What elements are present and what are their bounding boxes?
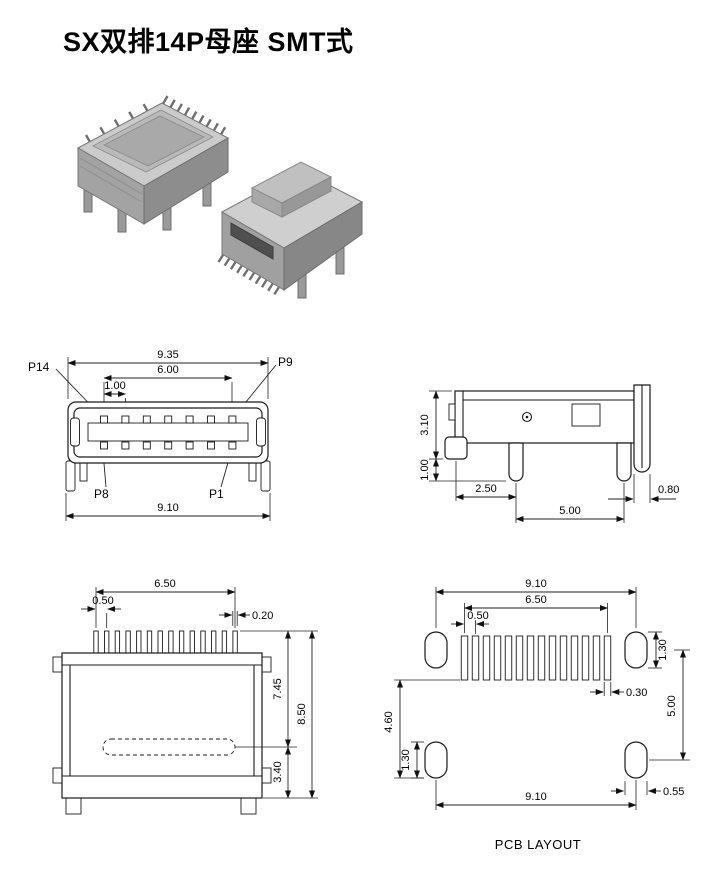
pcb-dim-hole-col-span: 5.00 bbox=[666, 695, 678, 716]
front-view-body bbox=[65, 401, 271, 492]
side-view-body bbox=[444, 384, 651, 482]
pcb-dimension-lines bbox=[394, 587, 690, 810]
side-dim-peg-span: 5.00 bbox=[559, 505, 580, 517]
pcb-dim-row-to-hole: 4.60 bbox=[383, 711, 395, 732]
top-dim-lower-depth: 3.40 bbox=[272, 761, 284, 782]
top-view-body bbox=[52, 630, 272, 815]
side-view-dimension-lines bbox=[429, 390, 676, 523]
side-dim-clip-width: 0.80 bbox=[658, 484, 679, 496]
front-dim-bottom-width: 9.10 bbox=[157, 502, 178, 514]
pcb-pads bbox=[424, 631, 648, 779]
front-dim-pin-span: 6.00 bbox=[157, 364, 178, 376]
top-dim-pin-span: 6.50 bbox=[154, 578, 175, 590]
pcb-dim-hole-height-bottom: 1.30 bbox=[400, 749, 412, 770]
pin-label-p8: P8 bbox=[94, 487, 109, 501]
page-title: SX双排14P母座 SMT式 bbox=[63, 27, 354, 57]
product-photo bbox=[76, 95, 364, 299]
pcb-dim-pad-pitch: 0.50 bbox=[467, 610, 488, 622]
top-dim-total-depth: 8.50 bbox=[296, 703, 308, 724]
pcb-dim-bottom-span: 9.10 bbox=[525, 791, 546, 803]
pcb-dim-hole-height-top: 1.30 bbox=[657, 639, 669, 660]
side-view: 3.10 1.00 2.50 5.00 0.80 bbox=[419, 384, 679, 523]
pcb-layout: 9.10 6.50 0.50 1.30 0.30 4.60 5.00 1.30 … bbox=[383, 578, 690, 852]
top-view: 6.50 0.50 0.20 7.45 3.40 8.50 bbox=[52, 578, 318, 815]
pcb-dim-hole-width: 0.55 bbox=[663, 786, 684, 798]
side-dim-foot: 1.00 bbox=[419, 459, 431, 480]
pin-label-p14: P14 bbox=[28, 360, 50, 374]
photo-connector-left bbox=[76, 95, 230, 233]
front-dim-total-width: 9.35 bbox=[157, 349, 178, 361]
pcb-layout-caption: PCB LAYOUT bbox=[495, 837, 581, 852]
top-view-dimension-lines bbox=[81, 587, 318, 799]
side-dim-offset: 2.50 bbox=[475, 483, 496, 495]
top-dim-pin-width: 0.20 bbox=[252, 610, 273, 622]
top-dim-body-depth: 7.45 bbox=[272, 678, 284, 699]
front-view: 9.35 6.00 1.00 P14 P9 P8 P1 bbox=[28, 349, 293, 521]
side-dim-height: 3.10 bbox=[419, 414, 431, 435]
pin-label-p9: P9 bbox=[278, 355, 293, 369]
pcb-dim-top-span: 9.10 bbox=[525, 578, 546, 590]
top-dim-pitch: 0.50 bbox=[92, 595, 113, 607]
front-dim-pitch: 1.00 bbox=[104, 380, 125, 392]
pcb-dim-pad-width: 0.30 bbox=[626, 687, 647, 699]
pin-label-p1: P1 bbox=[209, 487, 224, 501]
pcb-dim-pad-row-span: 6.50 bbox=[525, 594, 546, 606]
photo-connector-right bbox=[217, 161, 364, 299]
